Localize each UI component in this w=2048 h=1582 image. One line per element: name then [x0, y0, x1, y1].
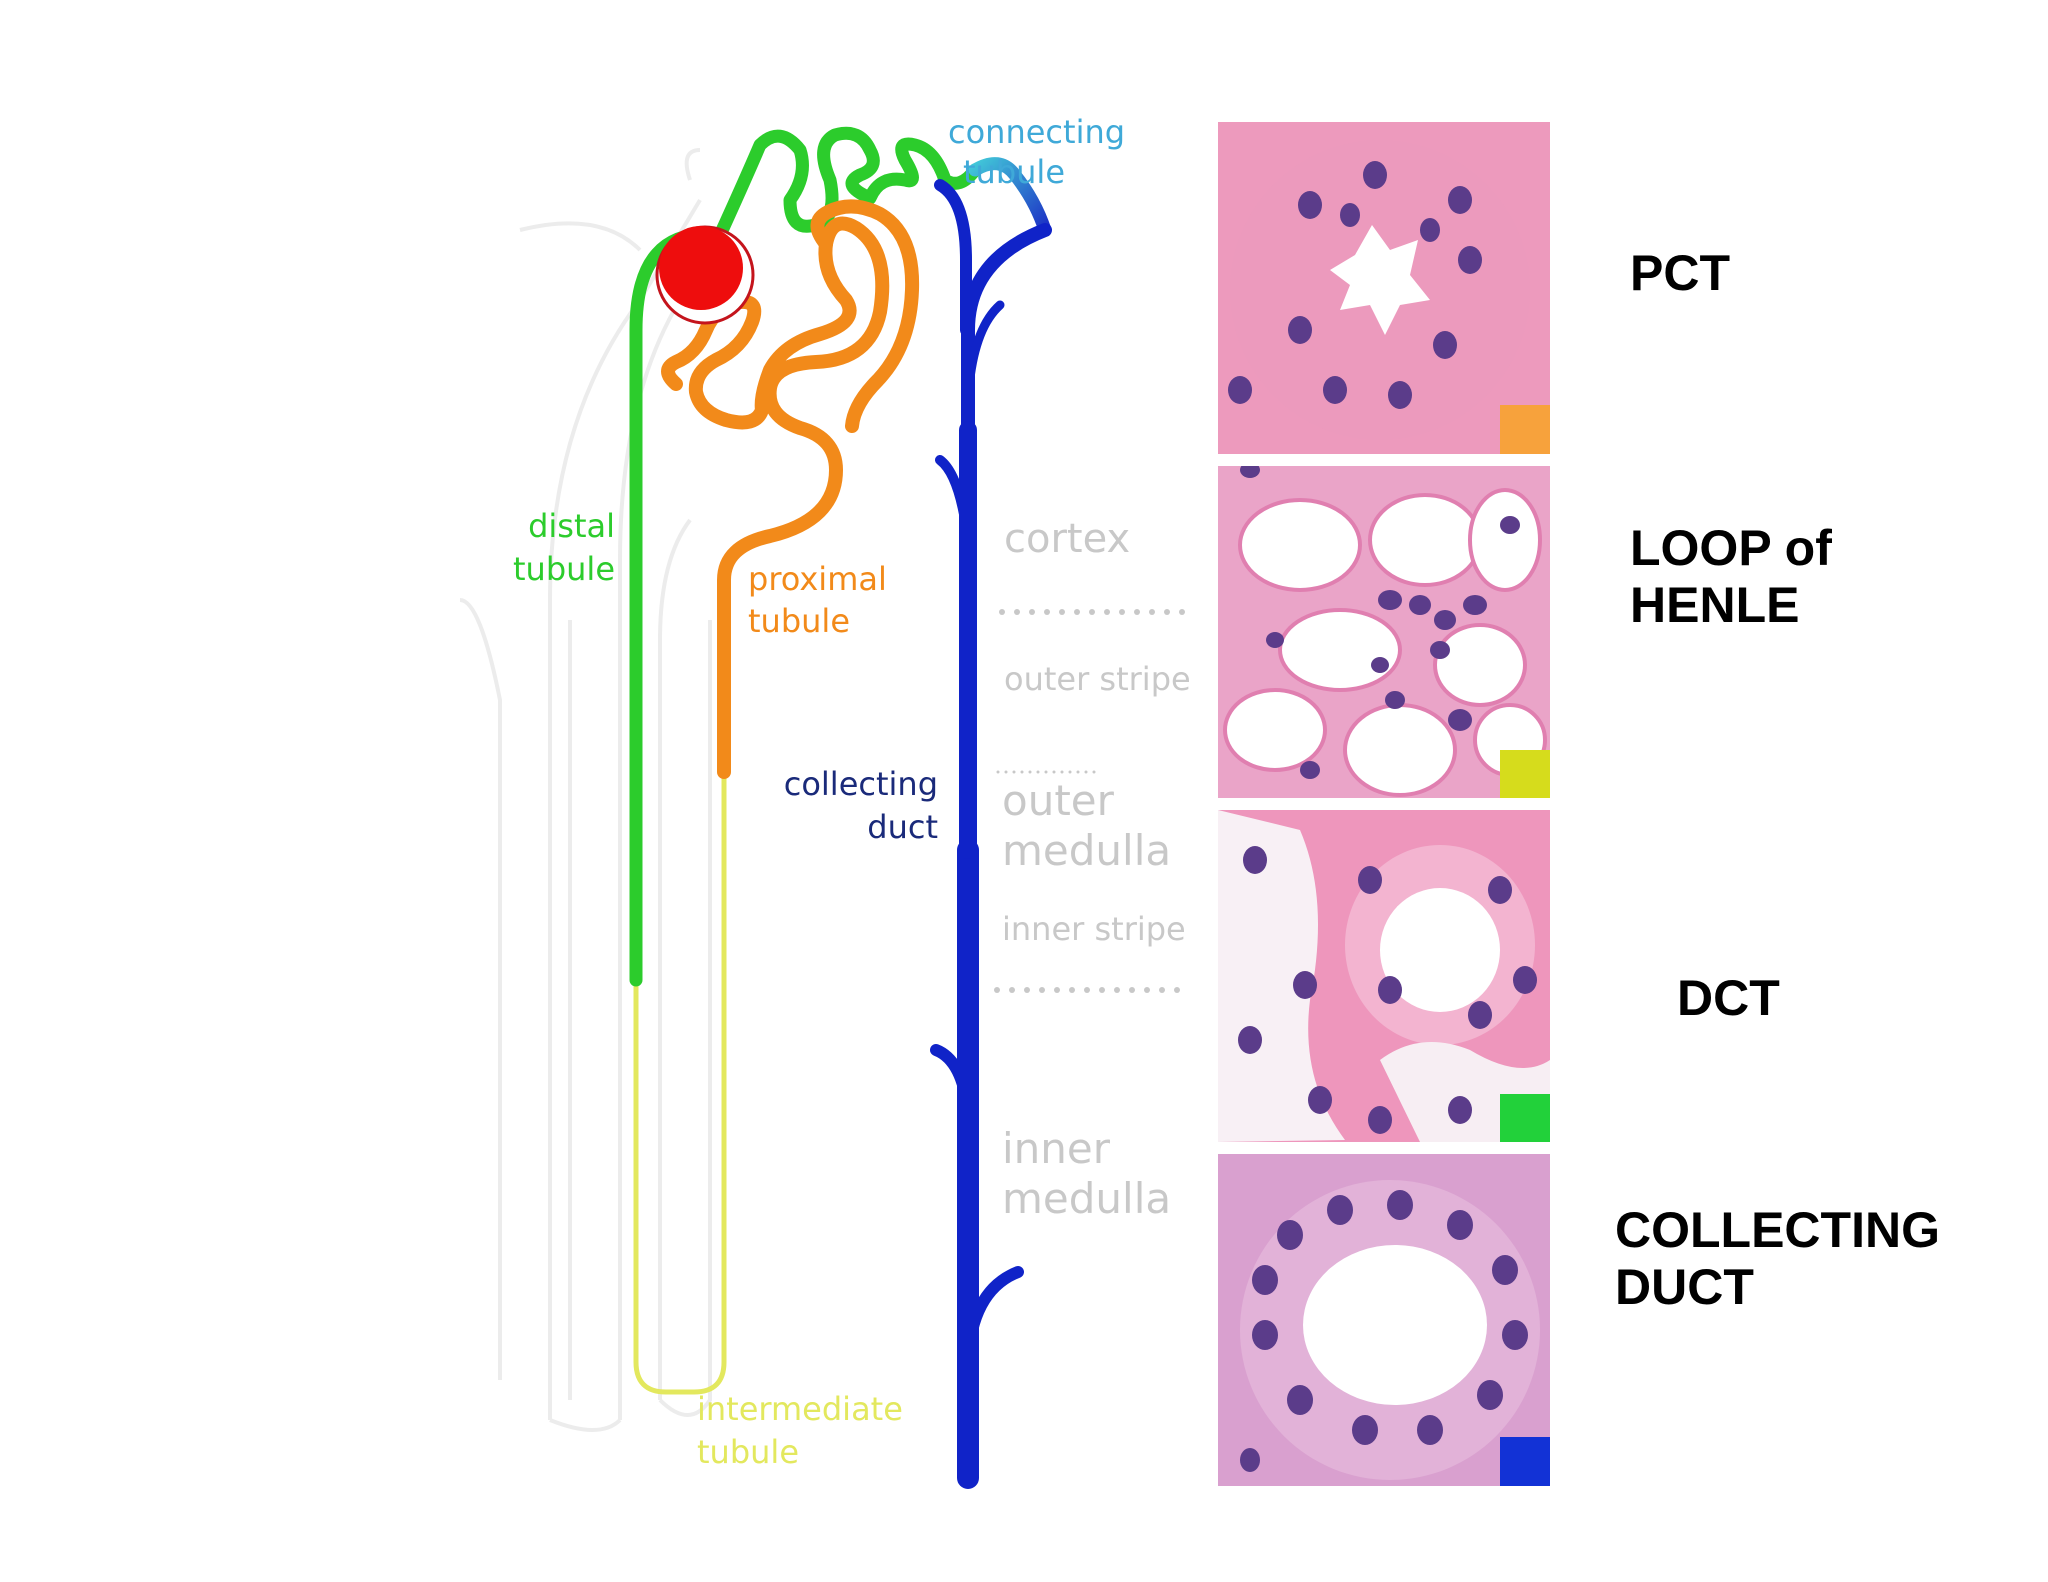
- zone-inner-medulla-line1: inner: [1002, 1124, 1111, 1173]
- distal-tubule: [629, 126, 982, 987]
- proximal-tubule-label-line1: proximal: [748, 560, 887, 598]
- separator-outer-inner-medulla: [994, 987, 1180, 993]
- pct-color-marker: [1500, 405, 1550, 454]
- background-nephron-outlines: [459, 148, 712, 1432]
- zone-inner-medulla-line2: medulla: [1002, 1174, 1171, 1223]
- title-loop-of-henle-line1: LOOP of: [1630, 520, 1832, 576]
- histology-panel-dct: [1218, 810, 1550, 1142]
- zone-separators: [994, 609, 1185, 993]
- distal-tubule-label-line1: distal: [528, 507, 615, 545]
- collecting-duct-color-marker: [1500, 1437, 1550, 1486]
- title-loop-of-henle-line2: HENLE: [1630, 577, 1799, 633]
- connecting-tubule-label-line1: connecting: [948, 113, 1125, 151]
- proximal-tubule-group: [661, 199, 920, 779]
- structure-labels: connecting tubule distal tubule proximal…: [513, 113, 1125, 1471]
- nephron-tubules: [629, 126, 1052, 1395]
- intermediate-tubule-label-line1: intermediate: [697, 1390, 903, 1428]
- connecting-tubule: [968, 157, 1052, 237]
- histology-panel-collecting-duct: [1218, 1154, 1550, 1486]
- title-collecting-duct-line1: COLLECTING: [1615, 1202, 1940, 1258]
- zone-cortex: cortex: [1004, 516, 1130, 562]
- collecting-duct-label-line1: collecting: [784, 765, 938, 803]
- title-collecting-duct-line2: DUCT: [1615, 1259, 1754, 1315]
- dct-color-marker: [1500, 1094, 1550, 1142]
- zone-outer-medulla-line1: outer: [1002, 776, 1115, 825]
- intermediate-tubule: [633, 769, 727, 1395]
- loop-of-henle-color-marker: [1500, 750, 1550, 798]
- separator-outer-stripe-inner-stripe: [996, 770, 1096, 774]
- collecting-duct: [930, 179, 1052, 1489]
- histology-panel-pct: [1218, 122, 1550, 454]
- collecting-duct-branch-1: [963, 300, 1005, 405]
- collecting-duct-label-line2: duct: [867, 808, 938, 846]
- title-pct: PCT: [1630, 245, 1730, 301]
- zone-labels: cortex outer stripe outer medulla inner …: [1002, 516, 1191, 1223]
- zone-inner-stripe: inner stripe: [1002, 910, 1186, 948]
- proximal-tubule-label-line2: tubule: [748, 602, 850, 640]
- zone-outer-stripe: outer stripe: [1004, 660, 1191, 698]
- zone-outer-medulla-line2: medulla: [1002, 826, 1171, 875]
- title-dct: DCT: [1677, 970, 1780, 1026]
- intermediate-tubule-label-line2: tubule: [697, 1433, 799, 1471]
- histology-panel-loop-of-henle: [1218, 466, 1550, 798]
- collecting-duct-upper: [934, 179, 972, 336]
- proximal-tubule-upper-loop: [810, 199, 920, 433]
- glomerulus: [655, 225, 755, 325]
- distal-tubule-label-line2: tubule: [513, 550, 615, 588]
- connecting-tubule-label-line2: tubule: [963, 153, 1065, 191]
- separator-cortex-outer-stripe: [999, 609, 1185, 615]
- glomerulus-tuft: [659, 226, 743, 310]
- proximal-tubule-line: [661, 216, 890, 779]
- panel-titles: PCT LOOP of HENLE DCT COLLECTING DUCT: [1615, 245, 1940, 1315]
